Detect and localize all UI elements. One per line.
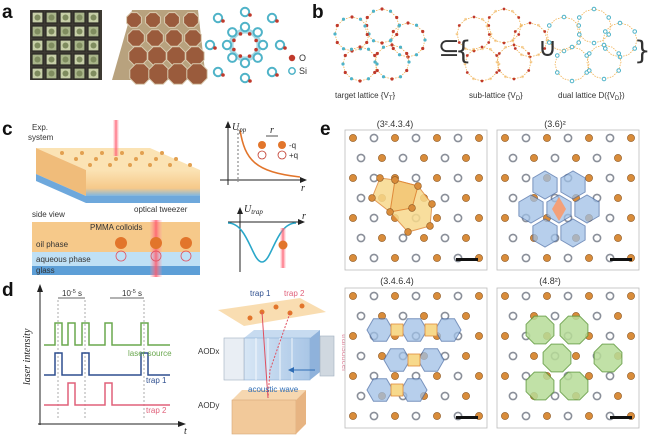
tiling-panel: (3.4.6.4) bbox=[344, 276, 488, 429]
trap1-label: trap 1 bbox=[146, 376, 167, 385]
subset-symbol: ⊆ bbox=[438, 33, 460, 63]
side-view-diagram bbox=[32, 220, 200, 277]
legend-silicon: Si bbox=[288, 66, 307, 76]
aodx-label: AODx bbox=[198, 347, 219, 356]
union-symbol: ∪ bbox=[538, 33, 557, 63]
sub-lattice-diagram bbox=[455, 7, 549, 83]
trap-potential-plot bbox=[227, 207, 305, 272]
legend-oxygen: O bbox=[288, 53, 306, 63]
laser-intensity-axis-label: laser intensity bbox=[22, 328, 33, 385]
target-lattice-diagram bbox=[333, 7, 427, 83]
aody-label: AODy bbox=[198, 401, 219, 410]
tiling-title: (3².4.3.4) bbox=[377, 119, 414, 129]
tiling-panel: (4.8²) bbox=[496, 276, 640, 429]
laser-source-label: laser source bbox=[128, 349, 172, 358]
target-lattice-label: target lattice {VT} bbox=[335, 91, 395, 102]
period-label-1: 10-5 s bbox=[62, 289, 82, 298]
r-axis-label: r bbox=[301, 183, 305, 194]
silica-lattice-diagram bbox=[204, 6, 287, 84]
r-separation-label: r bbox=[270, 125, 274, 136]
photo-floor-tiling bbox=[112, 10, 208, 85]
trap1-top-label: trap 1 bbox=[250, 289, 271, 298]
dual-lattice-diagram bbox=[546, 6, 638, 84]
svg-text:Si: Si bbox=[299, 66, 307, 76]
upp-axis-label: Upp bbox=[232, 122, 247, 134]
close-brace: } bbox=[634, 36, 649, 66]
period-label-2: 10-5 s bbox=[122, 289, 142, 298]
aqueous-phase-label: aqueous phase bbox=[36, 255, 91, 264]
panel-b-label: b bbox=[312, 2, 324, 23]
r-axis-label-2: r bbox=[302, 211, 306, 222]
tiling-panel: (3.6)² bbox=[496, 119, 640, 271]
aod-schematic bbox=[218, 298, 335, 435]
tiling-title: (3.6)² bbox=[544, 119, 566, 129]
experimental-slab bbox=[36, 120, 200, 203]
colloid bbox=[150, 237, 162, 262]
panel-d-label: d bbox=[2, 280, 14, 301]
svg-text:O: O bbox=[299, 53, 306, 63]
panel-c-label: c bbox=[2, 119, 13, 140]
pmma-label: PMMA colloids bbox=[90, 223, 142, 232]
utrap-axis-label: Utrap bbox=[244, 204, 263, 216]
glass-label: glass bbox=[36, 266, 55, 275]
tweezer-label: optical tweezer bbox=[134, 205, 188, 214]
tiling-panel: (3².4.3.4) bbox=[344, 119, 488, 271]
transducer-label: transducer bbox=[340, 334, 349, 372]
minus-q-label: -q bbox=[289, 141, 296, 150]
dual-lattice-label: dual lattice D({VD}) bbox=[558, 91, 625, 102]
side-view-label: side view bbox=[32, 210, 65, 219]
acoustic-wave-label: acoustic wave bbox=[248, 385, 299, 394]
trap2-label: trap 2 bbox=[146, 406, 167, 415]
tiling-title: (3.4.6.4) bbox=[380, 276, 414, 286]
open-brace: { bbox=[455, 36, 472, 66]
panel-e-label: e bbox=[320, 119, 331, 140]
exp-system-label-2: system bbox=[28, 133, 54, 142]
sub-lattice-label: sub-lattice {VD} bbox=[469, 91, 523, 102]
colloid bbox=[115, 237, 127, 262]
plus-q-label: +q bbox=[289, 151, 298, 160]
pulse-timing-plot bbox=[37, 284, 186, 427]
panel-a-label: a bbox=[2, 2, 13, 23]
colloid bbox=[180, 237, 192, 262]
time-axis-label: t bbox=[184, 426, 187, 437]
photo-stone-tiling bbox=[30, 10, 102, 80]
pair-potential-plot bbox=[220, 121, 307, 185]
exp-system-label: Exp. bbox=[32, 123, 48, 132]
oil-phase-label: oil phase bbox=[36, 240, 69, 249]
tiling-title: (4.8²) bbox=[539, 276, 561, 286]
trap2-top-label: trap 2 bbox=[284, 289, 305, 298]
